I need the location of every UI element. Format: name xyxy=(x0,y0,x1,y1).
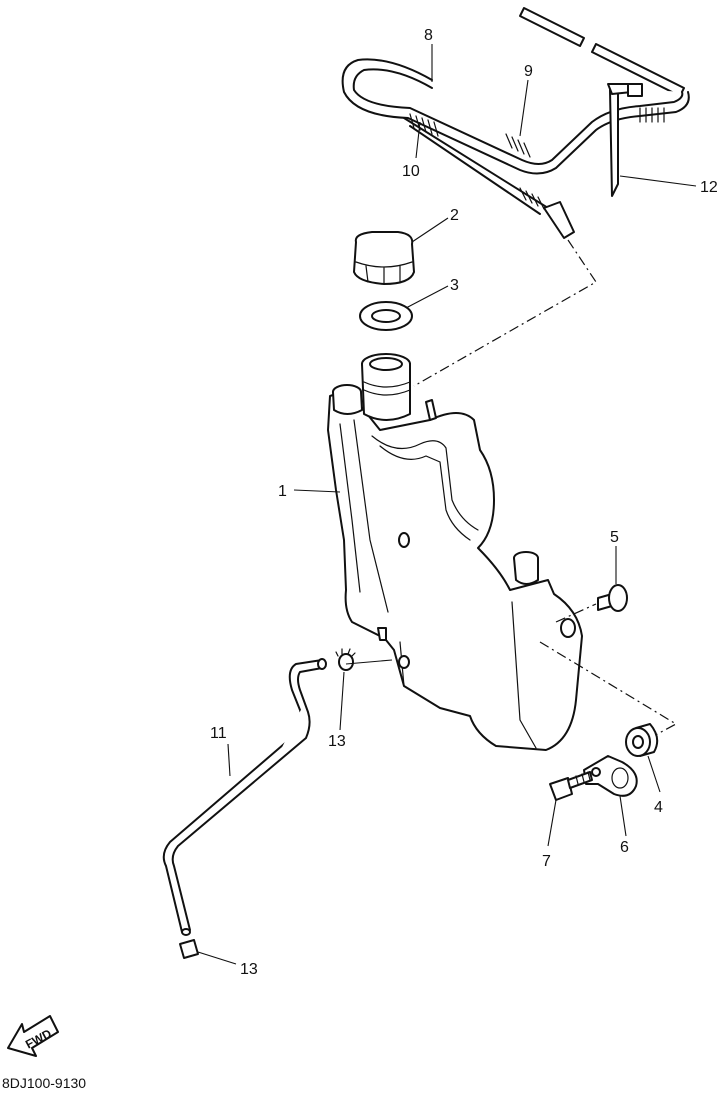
callout-13-lower: 13 xyxy=(240,961,258,978)
forward-direction-arrow: FWD xyxy=(7,1015,59,1057)
callout-4: 4 xyxy=(654,799,663,816)
callout-11: 11 xyxy=(210,725,227,742)
callout-10: 10 xyxy=(402,163,420,180)
callout-3: 3 xyxy=(450,277,459,294)
grommet-4 xyxy=(625,723,659,757)
clamp-6 xyxy=(583,755,638,797)
callout-12: 12 xyxy=(700,179,718,196)
connection-line-5 xyxy=(555,603,597,623)
callout-2: 2 xyxy=(450,207,459,224)
callout-13-upper: 13 xyxy=(328,733,346,750)
callout-8: 8 xyxy=(424,27,433,44)
bolt-7 xyxy=(549,771,593,801)
callout-1: 1 xyxy=(278,483,287,500)
leader-lines xyxy=(197,44,697,965)
tank-cap xyxy=(353,231,415,285)
reservoir-tank xyxy=(327,353,583,751)
diagram-code: 8DJ100-9130 xyxy=(2,1075,87,1091)
bolt-grommet-5 xyxy=(597,584,628,612)
callout-7: 7 xyxy=(542,853,551,870)
breather-pipe-assembly xyxy=(341,7,690,239)
cap-washer xyxy=(359,301,413,331)
connection-line-breather xyxy=(413,239,597,387)
callout-labels: 8 9 10 12 2 3 1 5 4 6 7 11 13 13 xyxy=(210,27,718,978)
callout-9: 9 xyxy=(524,63,533,80)
callout-6: 6 xyxy=(620,839,629,856)
hose-clip-13-upper xyxy=(335,648,356,671)
overflow-hose-11 xyxy=(162,658,327,936)
hose-clip-13-lower xyxy=(179,939,199,959)
callout-5: 5 xyxy=(610,529,619,546)
